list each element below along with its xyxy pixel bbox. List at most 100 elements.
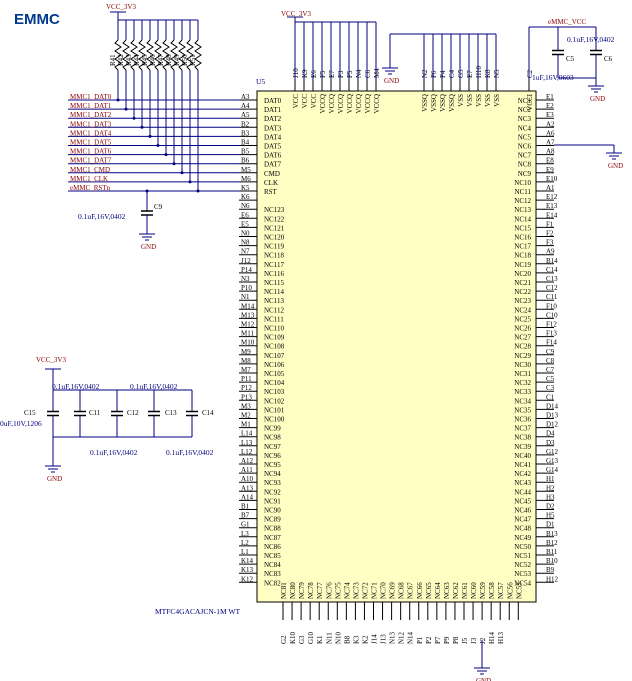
pin-number: B1 xyxy=(241,503,250,511)
pin-signal: NC12 xyxy=(514,197,531,205)
pin-signal: NC123 xyxy=(264,206,285,214)
resistor-ref: R49 xyxy=(173,54,181,66)
pin-number: M10 xyxy=(241,339,255,347)
resistor-symbol xyxy=(130,39,138,71)
pin-signal: NC37 xyxy=(514,425,531,433)
pin-number: J12 xyxy=(241,257,251,265)
junction-dot xyxy=(180,171,184,175)
junction-dot xyxy=(148,134,152,138)
power-label-vcc-caps: VCC_3V3 xyxy=(36,356,66,364)
pin-signal: NC108 xyxy=(264,343,285,351)
pin-number: P3 xyxy=(337,70,345,78)
gnd-right-label: GND xyxy=(608,162,623,170)
resistor-symbol xyxy=(194,39,202,71)
pin-number: A7 xyxy=(546,139,555,147)
resistor-ref: R44 xyxy=(133,54,141,66)
gnd-c5c6-label: GND xyxy=(590,95,605,103)
junction-dot xyxy=(196,189,200,193)
cap-value-bottom-1: 0.1uF,16V,0402 xyxy=(90,448,138,457)
pin-signal: NC119 xyxy=(264,243,284,251)
pin-signal: NC1 xyxy=(518,97,532,105)
pin-signal: NC57 xyxy=(497,582,505,599)
pin-signal: NC70 xyxy=(380,582,388,599)
pin-signal: NC63 xyxy=(443,582,451,599)
pin-signal: NC66 xyxy=(416,582,424,599)
pin-signal: NC72 xyxy=(361,582,369,599)
pin-signal: NC103 xyxy=(264,388,285,396)
pin-signal: DAT6 xyxy=(264,152,282,160)
pin-number: L12 xyxy=(241,448,253,456)
resistor-ref: R42 xyxy=(117,54,125,66)
pin-number: A12 xyxy=(241,457,254,465)
pin-signal: VCC xyxy=(310,94,318,109)
pin-number: P11 xyxy=(241,375,252,383)
pin-number: M3 xyxy=(241,402,251,410)
schematic-title: EMMC xyxy=(14,11,60,28)
pin-number: N6 xyxy=(241,202,250,210)
pin-signal: NC106 xyxy=(264,361,285,369)
pin-signal: NC77 xyxy=(316,582,324,599)
pin-number: P4 xyxy=(439,70,447,78)
pin-number: P9 xyxy=(443,636,451,644)
pin-number: M6 xyxy=(241,175,251,183)
pin-number: N0 xyxy=(241,230,250,238)
pin-signal: NC53 xyxy=(514,570,531,578)
pin-signal: NC11 xyxy=(515,188,532,196)
pin-signal: NC113 xyxy=(264,297,284,305)
pin-signal: VCCQ xyxy=(319,94,327,113)
pin-signal: NC24 xyxy=(514,306,531,314)
pin-number: L14 xyxy=(241,430,253,438)
pin-signal: NC84 xyxy=(264,561,281,569)
pin-number: N13 xyxy=(389,631,397,644)
pin-number: N12 xyxy=(398,631,406,644)
pin-signal: NC87 xyxy=(264,534,281,542)
pin-number: B8 xyxy=(343,635,351,644)
pin-number: C3 xyxy=(546,384,555,392)
pin-signal: NC85 xyxy=(264,552,281,560)
gnd-caps-label: GND xyxy=(47,475,62,483)
cap-value-top-1: 0.1uF,16V,0402 xyxy=(52,382,100,391)
pin-number: K6 xyxy=(241,193,250,201)
pin-number: J13 xyxy=(380,634,388,644)
pin-number: P14 xyxy=(241,266,252,274)
pin-signal: DAT5 xyxy=(264,143,282,151)
pin-number: A9 xyxy=(546,248,555,256)
pin-signal: NC48 xyxy=(514,525,531,533)
pin-signal: NC61 xyxy=(461,582,469,599)
pin-signal: VSS xyxy=(484,94,492,107)
junction-dot xyxy=(188,180,192,184)
pin-number: N5 xyxy=(493,69,501,78)
pin-signal: NC9 xyxy=(518,170,532,178)
pin-number: A2 xyxy=(546,120,555,128)
pin-signal: NC78 xyxy=(307,582,315,599)
pin-number: B4 xyxy=(241,139,250,147)
pin-signal: NC68 xyxy=(398,582,406,599)
pin-signal: NC33 xyxy=(514,388,531,396)
pin-signal: NC4 xyxy=(518,124,532,132)
pin-number: N1 xyxy=(241,293,250,301)
pin-number: N11 xyxy=(325,632,333,644)
pin-signal: DAT3 xyxy=(264,124,282,132)
pin-signal: NC35 xyxy=(514,406,531,414)
pin-number: K12 xyxy=(241,575,254,583)
pin-signal: NC40 xyxy=(514,452,531,460)
pin-signal: NC80 xyxy=(289,582,297,599)
resistor-ref: R46 xyxy=(149,54,157,66)
pin-signal: NC95 xyxy=(264,461,281,469)
net-label: MMC1_DAT5 xyxy=(70,139,112,147)
pin-number: F2 xyxy=(546,230,554,238)
pin-number: N2 xyxy=(421,69,429,78)
pin-signal: NC102 xyxy=(264,397,285,405)
pin-number: B12 xyxy=(546,539,558,547)
pin-signal: NC31 xyxy=(514,370,531,378)
pin-signal: NC29 xyxy=(514,352,531,360)
ic-part-number: MTFC4GACAJCN-1M WT xyxy=(155,607,240,616)
net-label: MMC1_DAT3 xyxy=(70,120,112,128)
pin-signal: VSSQ xyxy=(430,94,438,112)
pin-signal: NC18 xyxy=(514,252,531,260)
pin-number: K8 xyxy=(484,69,492,78)
resistor-symbol xyxy=(114,39,122,71)
resistor-ref: R48 xyxy=(165,54,173,66)
pin-number: M14 xyxy=(241,302,255,310)
